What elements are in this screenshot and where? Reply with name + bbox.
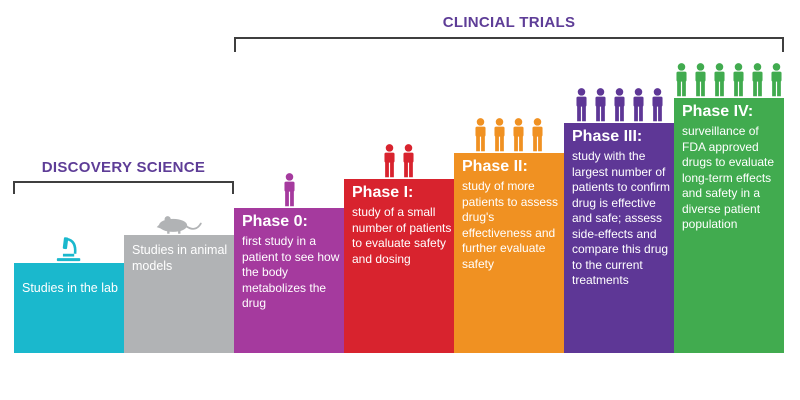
stage-title: Phase II: xyxy=(462,158,528,175)
person-icon xyxy=(712,63,727,97)
stage-description: study of more patients to assess drug's … xyxy=(462,179,559,271)
stage-phase-0: Phase 0: first study in a patient to see… xyxy=(234,173,344,353)
discovery-science-bracket xyxy=(13,181,234,194)
person-icon xyxy=(674,63,689,97)
person-icon xyxy=(574,88,589,122)
person-icon xyxy=(631,88,646,122)
person-icon xyxy=(593,88,608,122)
stage-bar-phase-0: Phase 0: first study in a patient to see… xyxy=(234,208,344,353)
stage-icons-phase-4 xyxy=(674,63,784,97)
person-icon xyxy=(382,144,397,178)
stage-bar-phase-4: Phase IV: surveillance of FDA approved d… xyxy=(674,98,784,353)
stage-bar-phase-3: Phase III: study with the largest number… xyxy=(564,123,674,353)
person-icon xyxy=(401,144,416,178)
person-icon xyxy=(693,63,708,97)
person-icon xyxy=(750,63,765,97)
stage-description: first study in a patient to see how the … xyxy=(242,234,340,310)
clinical-trials-bracket xyxy=(234,37,784,52)
stage-bar-phase-2: Phase II: study of more patients to asse… xyxy=(454,153,564,353)
stage-icons-phase-2 xyxy=(454,118,564,152)
stage-description: Studies in animal models xyxy=(132,243,228,273)
stage-icons-phase-0 xyxy=(234,173,344,207)
stage-title: Phase I: xyxy=(352,184,414,201)
person-icon xyxy=(650,88,665,122)
person-icon xyxy=(282,173,297,207)
person-icon xyxy=(473,118,488,152)
stage-title: Phase 0: xyxy=(242,213,308,230)
stage-description: surveillance of FDA approved drugs to ev… xyxy=(682,124,775,231)
person-icon xyxy=(511,118,526,152)
person-icon xyxy=(731,63,746,97)
clinical-trials-title: CLINCIAL TRIALS xyxy=(442,14,576,31)
stage-icons-studies-in-the-lab xyxy=(14,236,124,262)
stage-phase-2: Phase II: study of more patients to asse… xyxy=(454,118,564,353)
person-icon xyxy=(530,118,545,152)
mouse-icon xyxy=(155,214,203,234)
stage-phase-1: Phase I: study of a small number of pati… xyxy=(344,144,454,353)
stage-description: Studies in the lab xyxy=(22,281,118,295)
stage-phase-3: Phase III: study with the largest number… xyxy=(564,88,674,353)
stage-description: study with the largest number of patient… xyxy=(572,149,671,287)
person-icon xyxy=(769,63,784,97)
person-icon xyxy=(492,118,507,152)
stages-row: Studies in the lab Studies in animal mod… xyxy=(14,63,784,353)
stage-icons-phase-1 xyxy=(344,144,454,178)
stage-title: Phase III: xyxy=(572,128,643,145)
stage-bar-phase-1: Phase I: study of a small number of pati… xyxy=(344,179,454,353)
stage-title: Phase IV: xyxy=(682,103,754,120)
stage-bar-studies-in-the-lab: Studies in the lab xyxy=(14,263,124,353)
microscope-icon xyxy=(54,236,84,262)
person-icon xyxy=(612,88,627,122)
stage-studies-in-the-lab: Studies in the lab xyxy=(14,236,124,353)
stage-icons-phase-3 xyxy=(564,88,674,122)
discovery-science-title: DISCOVERY SCIENCE xyxy=(41,159,206,176)
stage-description: study of a small number of patients to e… xyxy=(352,205,452,266)
stage-studies-in-animal-models: Studies in animal models xyxy=(124,214,234,353)
stage-icons-studies-in-animal-models xyxy=(124,214,234,234)
stage-phase-4: Phase IV: surveillance of FDA approved d… xyxy=(674,63,784,353)
stage-bar-studies-in-animal-models: Studies in animal models xyxy=(124,235,234,353)
